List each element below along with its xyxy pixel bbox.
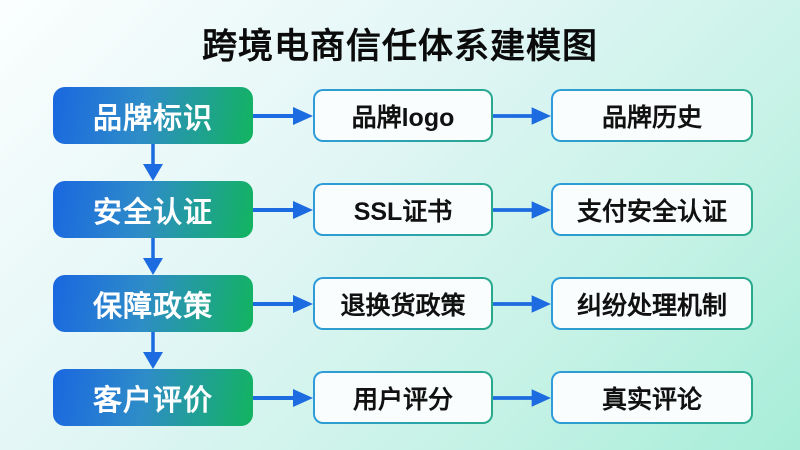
right-arrow-icon xyxy=(253,200,313,219)
leaf-node-label: 用户评分 xyxy=(315,373,491,422)
down-arrow-icon xyxy=(143,238,163,275)
category-node-policy: 保障政策 xyxy=(53,275,253,332)
leaf-node-brand-history: 品牌历史 xyxy=(551,89,753,142)
leaf-node-brand-logo: 品牌logo xyxy=(313,89,493,142)
leaf-node-label: SSL证书 xyxy=(315,185,491,234)
leaf-node-return-policy: 退换货政策 xyxy=(313,277,493,330)
leaf-node-label: 退换货政策 xyxy=(315,279,491,328)
leaf-node-label: 支付安全认证 xyxy=(553,185,751,234)
category-node-review: 客户评价 xyxy=(53,369,253,426)
right-arrow-icon xyxy=(493,200,551,219)
diagram-title: 跨境电商信任体系建模图 xyxy=(201,27,598,66)
leaf-node-real-reviews: 真实评论 xyxy=(551,371,753,424)
right-arrow-icon xyxy=(253,388,313,407)
leaf-node-label: 纠纷处理机制 xyxy=(553,279,751,328)
down-arrow-icon xyxy=(143,144,163,181)
right-arrow-icon xyxy=(253,294,313,313)
leaf-node-user-rating: 用户评分 xyxy=(313,371,493,424)
right-arrow-icon xyxy=(493,388,551,407)
leaf-node-label: 真实评论 xyxy=(553,373,751,422)
down-arrow-icon xyxy=(143,332,163,369)
leaf-node-dispute-mechanism: 纠纷处理机制 xyxy=(551,277,753,330)
leaf-node-label: 品牌logo xyxy=(315,91,491,140)
category-node-security: 安全认证 xyxy=(53,181,253,238)
flow-row-security: 安全认证 SSL证书 支付安全认证 xyxy=(53,181,755,238)
flow-row-policy: 保障政策 退换货政策 纠纷处理机制 xyxy=(53,275,755,332)
flow-row-review: 客户评价 用户评分 真实评论 xyxy=(53,369,755,426)
leaf-node-label: 品牌历史 xyxy=(553,91,751,140)
leaf-node-payment-security: 支付安全认证 xyxy=(551,183,753,236)
right-arrow-icon xyxy=(253,106,313,125)
flow-row-brand: 品牌标识 品牌logo 品牌历史 xyxy=(53,87,755,144)
category-node-brand: 品牌标识 xyxy=(53,87,253,144)
right-arrow-icon xyxy=(493,294,551,313)
right-arrow-icon xyxy=(493,106,551,125)
leaf-node-ssl: SSL证书 xyxy=(313,183,493,236)
